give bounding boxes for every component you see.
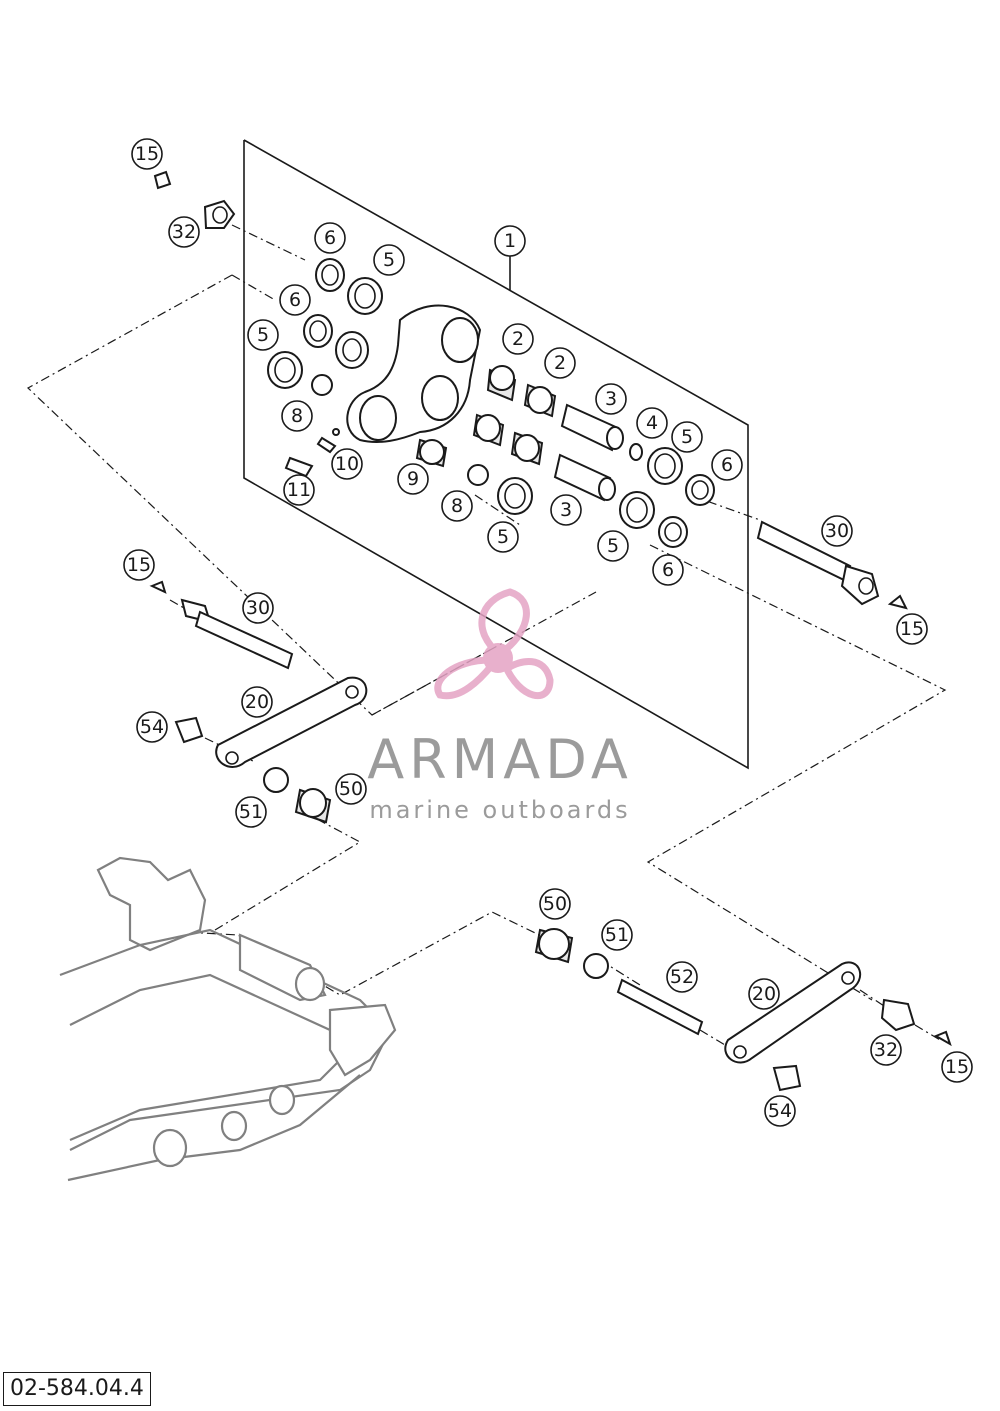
bearing-set (267, 258, 715, 548)
svg-text:5: 5 (607, 535, 619, 557)
assembly-outline (243, 139, 749, 770)
callout-8: 8 (281, 400, 313, 432)
callout-50: 50 (539, 888, 571, 920)
callout-11: 11 (283, 474, 315, 506)
svg-text:3: 3 (560, 499, 572, 521)
callout-50: 50 (335, 773, 367, 805)
svg-text:10: 10 (335, 453, 359, 475)
bolts-and-nuts (149, 170, 952, 1092)
frame-swingarm (59, 856, 397, 1182)
diagram-code: 02-584.04.4 (3, 1372, 151, 1406)
callout-20: 20 (241, 686, 273, 718)
svg-text:15: 15 (900, 618, 924, 640)
svg-text:1: 1 (504, 230, 516, 252)
svg-text:50: 50 (543, 893, 567, 915)
callout-3: 3 (595, 383, 627, 415)
callout-2: 2 (502, 323, 534, 355)
watermark-tagline: marine outboards (369, 796, 631, 824)
links (215, 676, 861, 1064)
svg-text:5: 5 (257, 324, 269, 346)
svg-text:30: 30 (825, 520, 849, 542)
svg-text:20: 20 (752, 983, 776, 1005)
svg-text:52: 52 (670, 966, 694, 988)
callout-32: 32 (168, 216, 200, 248)
callout-15: 15 (941, 1051, 973, 1083)
svg-text:5: 5 (383, 249, 395, 271)
svg-text:15: 15 (127, 554, 151, 576)
callout-1: 1 (494, 225, 526, 257)
svg-text:54: 54 (140, 716, 164, 738)
svg-text:54: 54 (768, 1100, 792, 1122)
callout-20: 20 (748, 978, 780, 1010)
callout-15: 15 (131, 138, 163, 170)
callout-5: 5 (671, 421, 703, 453)
svg-text:30: 30 (246, 597, 270, 619)
callout-51: 51 (235, 796, 267, 828)
callout-4: 4 (636, 407, 668, 439)
callout-5: 5 (373, 244, 405, 276)
svg-text:6: 6 (662, 559, 674, 581)
svg-text:6: 6 (721, 454, 733, 476)
svg-text:8: 8 (291, 405, 303, 427)
callout-54: 54 (136, 711, 168, 743)
svg-text:51: 51 (605, 924, 629, 946)
svg-text:20: 20 (245, 691, 269, 713)
callout-30: 30 (242, 592, 274, 624)
callout-32: 32 (870, 1034, 902, 1066)
callout-6: 6 (652, 554, 684, 586)
callout-15: 15 (123, 549, 155, 581)
svg-text:32: 32 (172, 221, 196, 243)
callout-6: 6 (314, 222, 346, 254)
svg-text:2: 2 (512, 328, 524, 350)
watermark-logo-icon (434, 588, 554, 700)
svg-text:2: 2 (554, 352, 566, 374)
watermark-brand: ARMADA (367, 728, 633, 791)
callout-51: 51 (601, 919, 633, 951)
svg-text:15: 15 (945, 1056, 969, 1078)
callout-5: 5 (247, 319, 279, 351)
svg-text:11: 11 (287, 479, 311, 501)
callout-3: 3 (550, 494, 582, 526)
svg-text:5: 5 (681, 426, 693, 448)
rocker-lever (332, 304, 482, 443)
svg-text:4: 4 (646, 412, 658, 434)
callout-30: 30 (821, 515, 853, 547)
svg-text:15: 15 (135, 143, 159, 165)
svg-text:9: 9 (407, 468, 419, 490)
svg-text:8: 8 (451, 495, 463, 517)
callout-52: 52 (666, 961, 698, 993)
svg-text:5: 5 (497, 526, 509, 548)
callout-54: 54 (764, 1095, 796, 1127)
svg-text:3: 3 (605, 388, 617, 410)
svg-text:51: 51 (239, 801, 263, 823)
callout-6: 6 (711, 449, 743, 481)
callout-2: 2 (544, 347, 576, 379)
callout-15: 15 (896, 613, 928, 645)
callout-8: 8 (441, 490, 473, 522)
callout-5: 5 (487, 521, 519, 553)
callout-5: 5 (597, 530, 629, 562)
svg-text:6: 6 (324, 227, 336, 249)
svg-text:6: 6 (289, 289, 301, 311)
callout-9: 9 (397, 463, 429, 495)
svg-text:50: 50 (339, 778, 363, 800)
callout-10: 10 (331, 448, 363, 480)
callout-6: 6 (279, 284, 311, 316)
svg-text:32: 32 (874, 1039, 898, 1061)
